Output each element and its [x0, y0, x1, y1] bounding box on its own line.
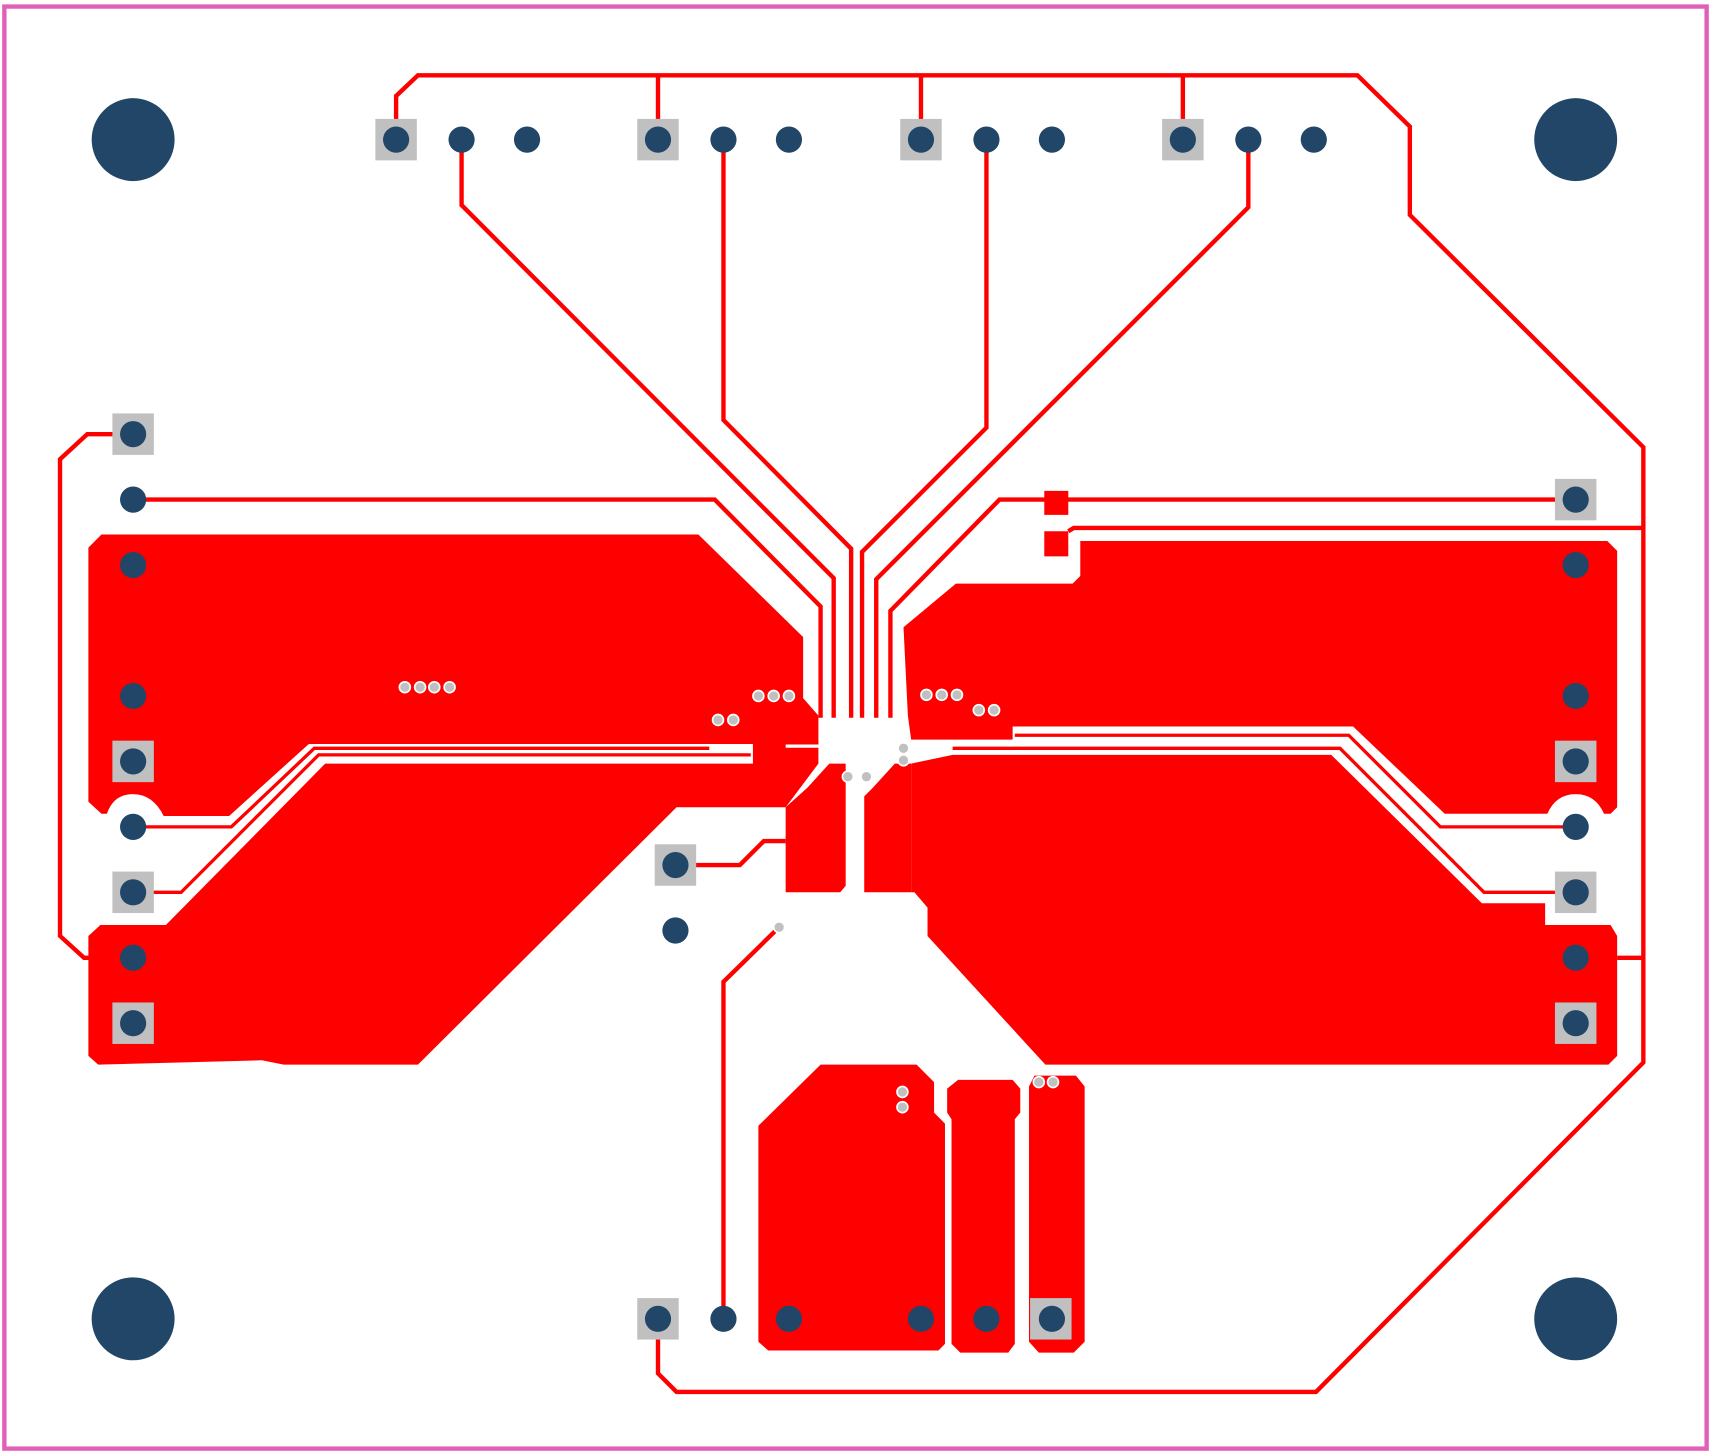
mounting-hole — [1534, 1277, 1618, 1361]
pad — [775, 1305, 803, 1332]
via — [1032, 1075, 1046, 1089]
mounting-hole — [91, 98, 175, 182]
pad — [1562, 879, 1589, 906]
pad — [710, 1305, 737, 1332]
via — [920, 688, 933, 702]
pad — [644, 1305, 672, 1332]
trace-header-4 — [874, 139, 1251, 718]
pad — [1038, 126, 1066, 153]
pad — [120, 486, 147, 513]
pad — [120, 551, 147, 579]
pad — [662, 917, 689, 944]
pad — [383, 126, 410, 153]
trace-header-2 — [721, 139, 854, 718]
via — [443, 680, 456, 694]
trace-pad-center — [675, 838, 786, 868]
trace-left-signal — [133, 497, 823, 718]
copper-pour-bottom-c — [1029, 1075, 1085, 1353]
copper-pours — [88, 490, 1618, 1353]
via — [897, 742, 910, 755]
copper-pad-small-lower — [1044, 531, 1069, 557]
copper-pour-upper-left — [88, 534, 819, 816]
pad — [973, 1305, 1000, 1332]
pad — [120, 421, 147, 448]
pad — [1300, 126, 1327, 153]
via — [398, 680, 412, 694]
trace-top-bus — [393, 73, 1646, 1395]
copper-pour-center-block — [785, 763, 846, 893]
pad — [907, 126, 935, 153]
trace-right-signal — [888, 497, 1576, 718]
trace-right-mid-1 — [1014, 733, 1576, 829]
via — [711, 713, 725, 727]
pad — [662, 851, 689, 879]
via — [782, 689, 796, 703]
via — [767, 689, 780, 703]
pad — [120, 748, 147, 775]
pad — [120, 944, 147, 971]
pad — [1562, 748, 1589, 775]
copper-pour-center-right-block — [864, 763, 912, 893]
via — [935, 688, 948, 702]
pad — [775, 126, 803, 153]
trace-left-mid-1 — [133, 746, 710, 829]
via — [897, 754, 910, 767]
pad — [1562, 486, 1589, 513]
pad — [1562, 813, 1589, 840]
pad — [120, 1010, 147, 1037]
trace-right-bus-link — [1067, 525, 1644, 534]
pad — [644, 126, 672, 153]
via — [860, 770, 873, 783]
via — [896, 1100, 909, 1114]
pad — [973, 126, 1000, 153]
trace-left-mid-2 — [133, 753, 751, 894]
mounting-hole — [1534, 98, 1618, 182]
via — [413, 680, 427, 694]
pad — [1562, 551, 1589, 579]
via — [896, 1085, 909, 1099]
via — [841, 770, 855, 783]
trace-header-1 — [459, 139, 836, 718]
trace-header-3 — [859, 139, 989, 718]
copper-pour-lower-left — [88, 741, 819, 1065]
through-hole-pads — [91, 98, 1618, 1361]
pad — [448, 126, 475, 153]
pad — [710, 126, 737, 153]
via — [727, 713, 740, 727]
pad — [120, 682, 147, 710]
pad — [1235, 126, 1262, 153]
pad — [1562, 682, 1589, 710]
copper-traces — [57, 73, 1646, 1395]
via — [987, 703, 1001, 717]
trace-right-mid-2 — [952, 746, 1576, 894]
copper-pour-upper-right — [903, 541, 1618, 814]
copper-pour-lower-right — [911, 754, 1618, 1065]
pad — [1169, 126, 1196, 153]
copper-pour-bottom-b — [947, 1079, 1021, 1353]
via — [972, 703, 986, 717]
copper-pad-small-upper — [1044, 490, 1069, 515]
pad — [1562, 1010, 1589, 1037]
trace-bottom-signal — [721, 925, 781, 1319]
via — [772, 920, 786, 934]
pad — [120, 813, 147, 840]
pad — [1562, 944, 1589, 971]
pad — [513, 126, 541, 153]
pad — [907, 1305, 935, 1332]
via — [1046, 1075, 1060, 1089]
via — [950, 688, 964, 702]
trace-left-loop — [57, 431, 134, 960]
copper-pour-bottom-a — [758, 1064, 945, 1351]
mounting-hole — [91, 1277, 175, 1361]
via — [428, 680, 441, 694]
pad — [120, 879, 147, 906]
vias — [398, 680, 1060, 1114]
pad — [1038, 1305, 1066, 1332]
via — [752, 689, 765, 703]
